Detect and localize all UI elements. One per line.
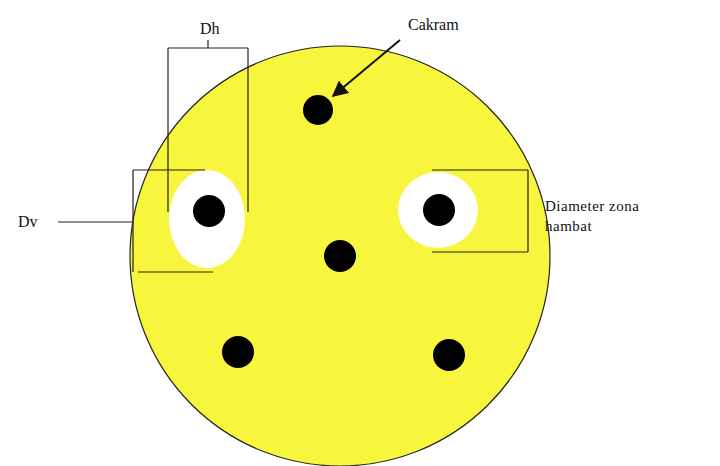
discs: [193, 95, 465, 371]
disc: [193, 195, 225, 227]
petri-dish: [130, 46, 550, 466]
inhibition-zone: [169, 170, 245, 268]
zone-label: Diameter zona hambat: [545, 196, 657, 237]
brackets: [58, 40, 528, 272]
leader-arrow: [333, 40, 400, 96]
zone-bracket: [432, 170, 528, 252]
disc: [303, 95, 333, 125]
dimension-label: Dh: [200, 18, 220, 40]
dh-bracket: [168, 40, 248, 212]
disc-label: Cakram: [408, 14, 459, 36]
disc: [423, 194, 455, 226]
disc: [324, 240, 356, 272]
dv-bracket: [58, 170, 213, 272]
disc: [222, 336, 254, 368]
dimension-label: Dv: [18, 211, 38, 233]
disc: [433, 339, 465, 371]
inhibition-zone: [398, 172, 478, 248]
